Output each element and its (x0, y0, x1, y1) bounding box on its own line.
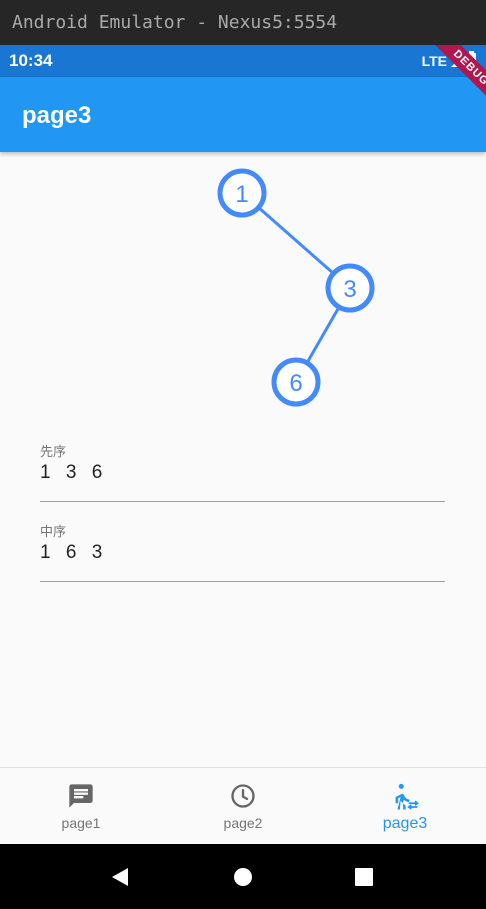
nav-label: page1 (61, 815, 101, 831)
tree-node[interactable]: 3 (325, 263, 375, 313)
tree-node-label: 1 (235, 181, 248, 208)
chat-icon (69, 784, 93, 808)
nav-item-page3[interactable]: page3 (324, 768, 486, 845)
status-bar: 10:34 LTE (0, 45, 486, 77)
bottom-navigation: page1 page2 page3 (0, 767, 486, 845)
signal-icon (451, 55, 463, 67)
nav-item-page2[interactable]: page2 (162, 768, 324, 845)
tree-node[interactable]: 6 (271, 357, 321, 407)
page-title: page3 (22, 102, 92, 129)
preorder-field[interactable]: 先序 1 3 6 (40, 441, 445, 502)
preorder-label: 先序 (40, 444, 67, 459)
app-bar: page3 (0, 77, 486, 152)
system-navigation-bar (0, 844, 486, 909)
status-indicators: LTE (422, 45, 476, 77)
emulator-title-bar: Android Emulator - Nexus5:5554 (0, 0, 486, 45)
nav-label: page2 (223, 815, 263, 831)
status-time: 10:34 (9, 51, 53, 70)
preorder-value: 1 3 6 (40, 462, 108, 483)
battery-icon (467, 51, 476, 69)
binary-tree: 1 3 6 (217, 168, 375, 407)
home-icon[interactable] (232, 866, 254, 888)
inorder-label: 中序 (40, 524, 67, 539)
emulator-title: Android Emulator - Nexus5:5554 (12, 12, 338, 33)
tree-node-label: 6 (289, 370, 302, 397)
tree-node-label: 3 (343, 276, 356, 303)
back-icon[interactable] (110, 866, 130, 888)
walk-icon (395, 783, 419, 810)
network-type: LTE (421, 53, 447, 69)
nav-item-page1[interactable]: page1 (0, 768, 162, 845)
inorder-field[interactable]: 中序 1 6 3 (40, 521, 445, 582)
clock-icon (231, 784, 255, 808)
tree-node[interactable]: 1 (217, 168, 267, 218)
nav-label: page3 (382, 815, 428, 832)
inorder-value: 1 6 3 (40, 542, 108, 563)
recents-icon[interactable] (354, 866, 374, 888)
